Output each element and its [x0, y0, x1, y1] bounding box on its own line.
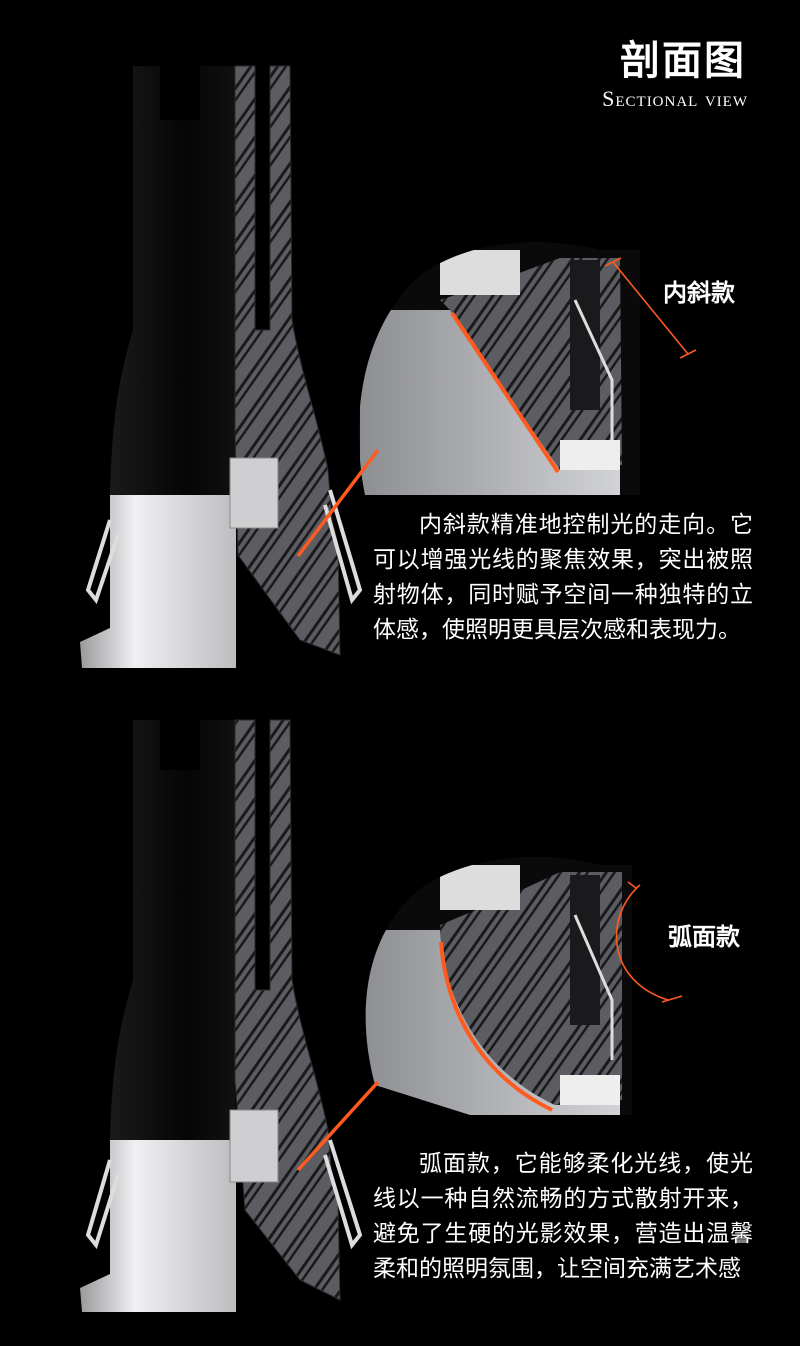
sectional-diagram-inner-slant — [80, 65, 697, 668]
variant-description-curved: 弧面款，它能够柔化光线，使光线以一种自然流畅的方式散射开来，避免了生硬的光影效果… — [373, 1147, 753, 1287]
curved-surface-highlight — [439, 941, 553, 1112]
spring-clip-right — [323, 1139, 363, 1250]
page-title: 剖面图 — [620, 38, 746, 84]
section-cut-hatched — [234, 65, 341, 656]
arc-bracket — [615, 881, 683, 1003]
page-subtitle: Sectional view — [602, 86, 748, 111]
led-module — [229, 457, 279, 529]
dimension-bracket — [604, 257, 697, 359]
callout-line — [296, 1080, 380, 1172]
heat-sink-tube — [110, 66, 236, 495]
section-cut-hatched — [234, 719, 341, 1301]
zoom-detail-curved — [365, 856, 632, 1115]
description-text: 内斜款精准地控制光的走向。它可以增强光线的聚焦效果，突出被照射物体，同时赋予空间… — [373, 512, 753, 643]
sectional-diagram-curved — [80, 719, 683, 1312]
inner-slant-highlight — [450, 311, 560, 474]
white-trim-base — [80, 1140, 236, 1312]
variant-label-inner-slant: 内斜款 — [663, 279, 735, 307]
spring-clip-right — [323, 489, 363, 605]
variant-label-curved: 弧面款 — [668, 923, 740, 951]
heat-sink-tube — [110, 720, 236, 1140]
zoom-detail-inner-slant — [358, 242, 640, 495]
spring-clip-left — [85, 1159, 120, 1250]
variant-description-inner-slant: 内斜款精准地控制光的走向。它可以增强光线的聚焦效果，突出被照射物体，同时赋予空间… — [373, 508, 753, 648]
led-module — [229, 1109, 279, 1183]
description-text: 弧面款，它能够柔化光线，使光线以一种自然流畅的方式散射开来，避免了生硬的光影效果… — [373, 1151, 753, 1282]
spring-clip-left — [85, 519, 120, 605]
callout-line — [296, 448, 380, 558]
